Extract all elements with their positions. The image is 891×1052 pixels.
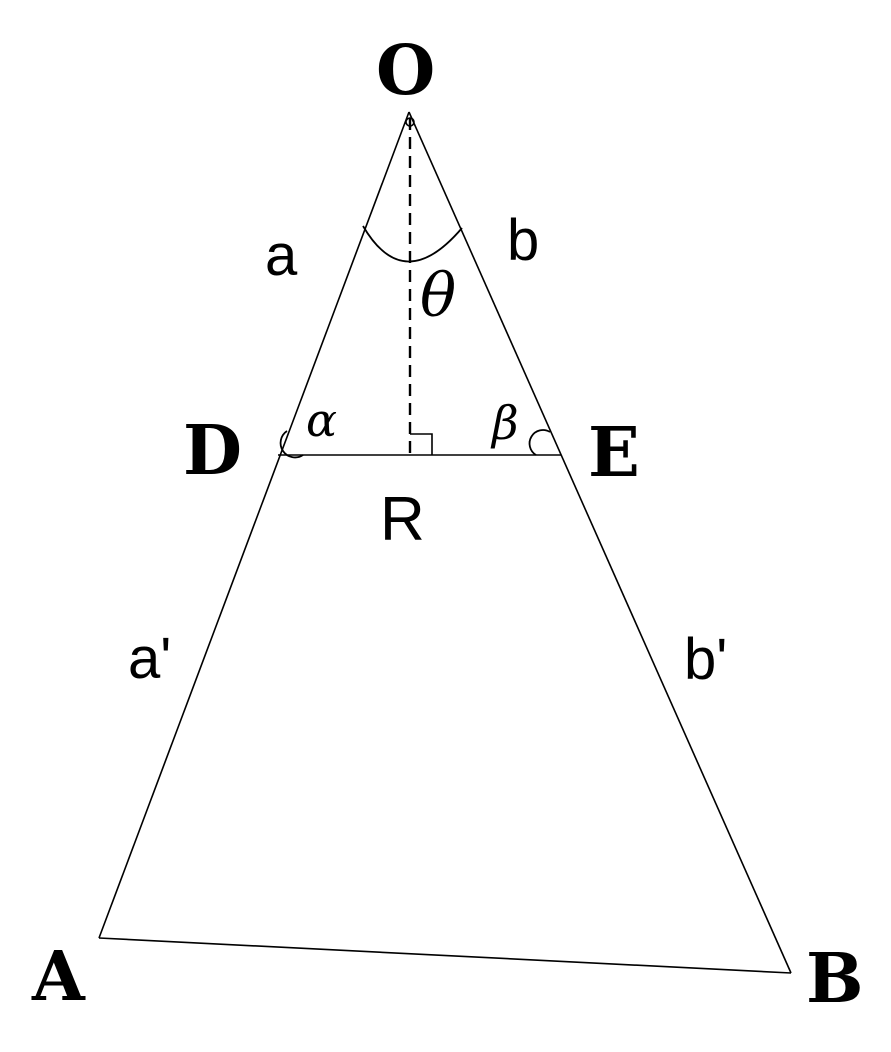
angle-label-alpha: α xyxy=(306,393,337,447)
vertex-label-e: E xyxy=(588,413,640,493)
side-label-b-prime: b' xyxy=(684,627,727,692)
segment-ob xyxy=(408,111,792,974)
angle-alpha-arc xyxy=(279,430,304,459)
right-angle-marker xyxy=(410,433,433,455)
side-label-a: a xyxy=(265,223,298,288)
side-label-a-prime: a' xyxy=(128,626,171,691)
vertex-o-marker xyxy=(405,117,415,127)
angle-theta-arc xyxy=(362,225,463,263)
segment-oa xyxy=(98,111,410,939)
vertex-label-o: O xyxy=(376,31,435,111)
angle-label-beta: β xyxy=(490,396,519,450)
vertex-label-d: D xyxy=(183,411,242,491)
side-label-b: b xyxy=(507,208,539,273)
point-label-r: R xyxy=(380,485,425,554)
angle-label-theta: θ xyxy=(420,261,456,331)
segment-ab xyxy=(98,937,792,974)
vertex-label-a: A xyxy=(31,937,86,1017)
angle-beta-arc xyxy=(528,429,551,456)
vertex-label-b: B xyxy=(806,939,863,1019)
